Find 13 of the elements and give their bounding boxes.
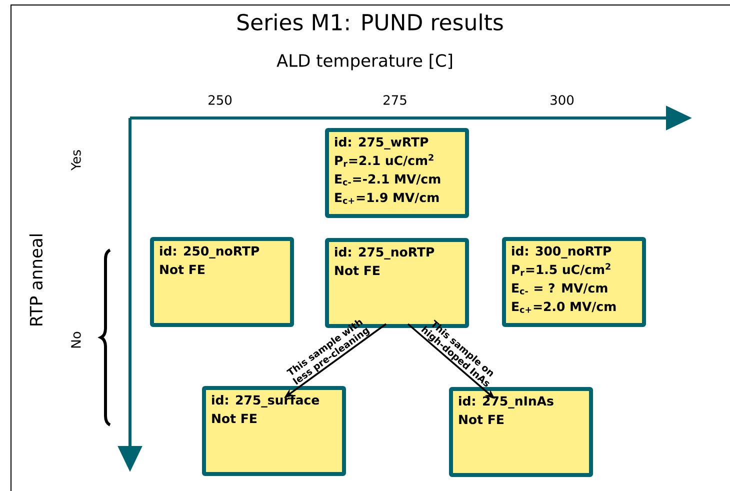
row-label: Yes [71,150,81,171]
axis-title: RTP anneal [29,234,43,326]
result-box: id: 275_wRTP P$_{r}$=2.1 uC/cm$^{2}$ E$_{c-}$=-2.1 MV/cm E$_{c+}$=1.9 MV/cm [325,128,469,218]
tick-label: 300 [550,95,574,105]
tick-label: 275 [384,95,406,105]
result-box: id: 275_surface Not FE [202,386,346,476]
row-label: No [71,332,81,348]
result-box: id: 275_nInAs Not FE [449,387,593,477]
result-box: id: 300_noRTP P$_{r}$=1.5 uC/cm$^{2}$ E$_{c-}$ = ? MV/cm E$_{c+}$=2.0 MV/cm [502,237,646,327]
tick-label: 250 [208,95,232,105]
result-box: id: 250_noRTP Not FE [150,237,294,327]
axis-title: ALD temperature [C] [276,54,452,70]
title: Series M1: PUND results [238,13,503,31]
